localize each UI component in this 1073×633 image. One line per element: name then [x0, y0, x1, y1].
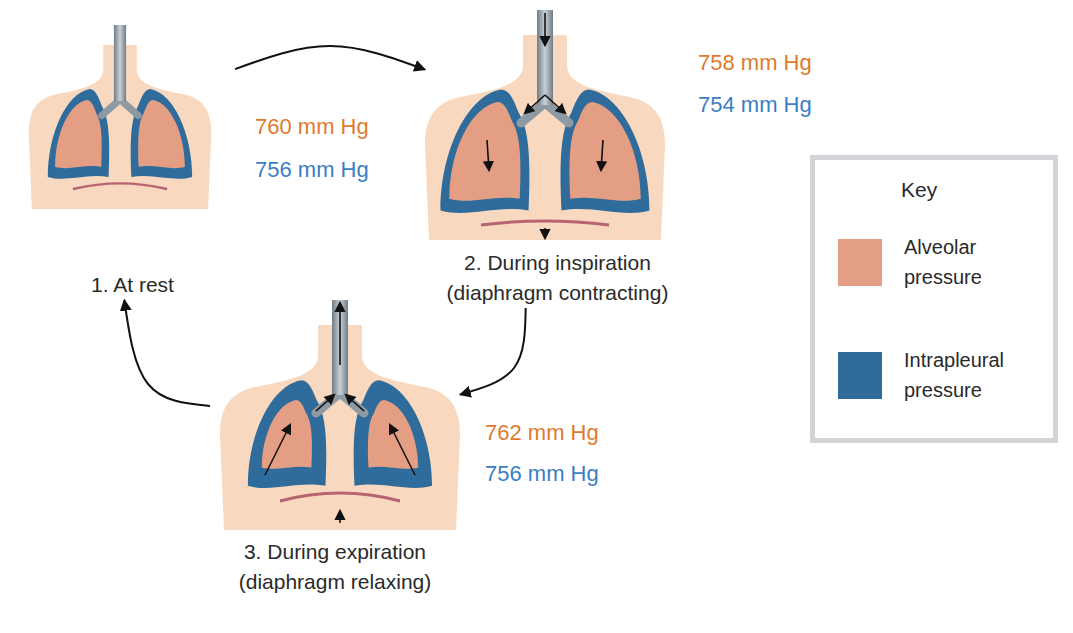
bronchi [521, 103, 569, 123]
torso-figure [29, 25, 211, 209]
torso-figure [425, 10, 665, 240]
bronchi [102, 99, 138, 115]
pleura [48, 89, 109, 179]
legend-swatch [838, 239, 882, 286]
stage-figure: 2. During inspiration (diaphragm contrac… [425, 10, 690, 308]
alveoli [55, 100, 102, 168]
lung [131, 89, 192, 179]
diaphragm [73, 183, 167, 189]
airflow-arrow [390, 425, 415, 475]
airflow-arrow [339, 511, 341, 523]
airflow-arrow [525, 95, 545, 113]
cycle-arrow [460, 308, 526, 395]
airflow-arrow [601, 140, 603, 170]
legend-label: Alveolar pressure [904, 232, 1044, 292]
cycle-arrow [124, 300, 210, 406]
legend-entry: Alveolar pressure [838, 232, 1044, 292]
diaphragm [280, 493, 400, 501]
stage-figure: 1. At rest [30, 15, 235, 300]
airflow-arrow [544, 13, 546, 45]
legend-swatch [838, 352, 882, 399]
pressure-value: 760 mm Hg [255, 114, 369, 140]
pleura [354, 380, 432, 488]
airflow-arrow [339, 303, 341, 365]
legend-title: Key [901, 178, 937, 202]
airflow-arrow [316, 395, 334, 411]
airflow-arrow [265, 425, 290, 475]
airflow-arrow [346, 395, 364, 411]
torso-figure [220, 300, 460, 530]
pressure-value: 758 mm Hg [698, 50, 812, 76]
cycle-arrow [235, 46, 425, 70]
lung [248, 380, 326, 488]
pressure-value: 756 mm Hg [485, 461, 599, 487]
stage-figure: 3. During expiration (diaphragm relaxing… [210, 312, 460, 597]
lung [561, 90, 650, 213]
pleura [561, 90, 650, 213]
pleura [441, 90, 530, 213]
alveoli [262, 400, 312, 469]
trachea [114, 25, 126, 101]
stage-caption: 1. At rest [30, 270, 235, 300]
airflow-arrow [487, 140, 489, 170]
pressure-value: 756 mm Hg [255, 157, 369, 183]
pressure-value: 754 mm Hg [698, 92, 812, 118]
legend-box: KeyAlveolar pressureIntrapleural pressur… [810, 155, 1058, 443]
stage-caption: 3. During expiration (diaphragm relaxing… [210, 537, 460, 597]
diaphragm [481, 221, 609, 225]
alveoli [138, 100, 185, 168]
legend-entry: Intrapleural pressure [838, 345, 1044, 405]
pleura [131, 89, 192, 179]
trachea [537, 10, 553, 105]
trachea [332, 300, 348, 395]
lung [48, 89, 109, 179]
pleura [248, 380, 326, 488]
bronchi [316, 393, 364, 413]
lung [441, 90, 530, 213]
lung [354, 380, 432, 488]
airflow-arrow [544, 228, 546, 238]
stage-caption: 2. During inspiration (diaphragm contrac… [425, 248, 690, 308]
alveoli [449, 102, 520, 201]
pressure-value: 762 mm Hg [485, 420, 599, 446]
alveoli [570, 102, 641, 201]
alveoli [368, 400, 418, 469]
legend-label: Intrapleural pressure [904, 345, 1044, 405]
airflow-arrow [545, 95, 565, 113]
